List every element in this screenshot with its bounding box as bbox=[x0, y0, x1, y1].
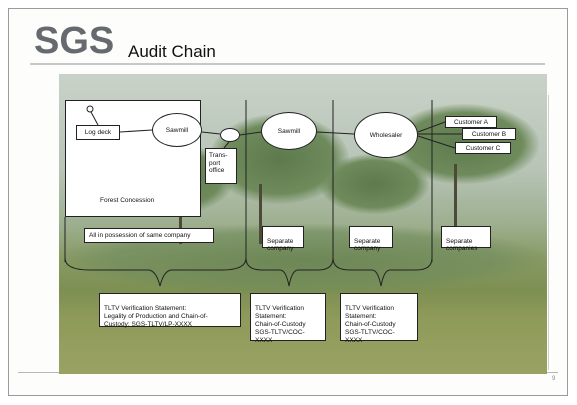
arrow-transfer-sawmill2 bbox=[239, 131, 262, 136]
log-deck-box: Log deck bbox=[76, 125, 120, 140]
brace-wholesaler bbox=[332, 257, 433, 287]
ownership-box-sawmill: Separate company bbox=[262, 226, 304, 252]
right-divider bbox=[548, 95, 549, 370]
statement-box-coc-sawmill: TLTV Verification Statement: Chain-of-Cu… bbox=[250, 293, 326, 344]
transport-office-box: Trans- port office bbox=[205, 148, 237, 184]
sawmill-1-label: Sawmill bbox=[165, 126, 189, 134]
customer-b-box: Customer B bbox=[462, 128, 516, 140]
ownership-box-customers: Separate companies bbox=[441, 226, 491, 252]
transfer-node bbox=[220, 128, 240, 142]
wholesaler-label: Wholesaler bbox=[369, 131, 403, 139]
sgs-logo: SGS bbox=[34, 20, 115, 62]
customer-b-label: Customer B bbox=[471, 131, 507, 138]
slide-title: Audit Chain bbox=[128, 42, 216, 61]
title-divider bbox=[30, 63, 545, 65]
arrow-logdeck-sawmill1 bbox=[119, 129, 153, 133]
ownership-sawmill-label: Separate company bbox=[267, 237, 294, 253]
ownership-box-wholesaler: Separate company bbox=[349, 226, 393, 252]
statement-coc-sawmill-label: TLTV Verification Statement: Chain-of-Cu… bbox=[255, 305, 306, 344]
customer-c-box: Customer C bbox=[455, 142, 511, 154]
arrow-transfer-office bbox=[223, 141, 230, 149]
log-deck-label: Log deck bbox=[84, 129, 112, 136]
transport-office-label: Trans- port office bbox=[209, 152, 228, 174]
sawmill-2-node: Sawmill bbox=[261, 112, 317, 150]
statement-box-coc-wholesaler: TLTV Verification Statement: Chain-of-Cu… bbox=[340, 293, 418, 344]
arrow-sawmill1-transfer bbox=[201, 131, 221, 135]
wholesaler-node: Wholesaler bbox=[354, 112, 418, 158]
ownership-customers-label: Separate companies bbox=[446, 237, 478, 253]
forest-concession-label: Forest Concession bbox=[100, 197, 155, 204]
customer-a-box: Customer A bbox=[445, 116, 497, 128]
customer-c-label: Customer C bbox=[465, 145, 501, 152]
ownership-wholesaler-label: Separate company bbox=[354, 237, 381, 253]
brace-forest-to-sawmill bbox=[64, 257, 247, 287]
ownership-box-same-company: All in possession of same company bbox=[84, 228, 214, 243]
arrow-sawmill2-wholesaler bbox=[316, 131, 355, 135]
log-deck-pointer-head bbox=[86, 105, 94, 113]
statement-legality-label: TLTV Verification Statement: Legality of… bbox=[104, 305, 208, 328]
statement-coc-wholesaler-label: TLTV Verification Statement: Chain-of-Cu… bbox=[345, 305, 396, 344]
sawmill-2-label: Sawmill bbox=[277, 127, 301, 135]
log-deck-pointer bbox=[90, 111, 99, 126]
statement-box-legality: TLTV Verification Statement: Legality of… bbox=[99, 293, 241, 328]
customer-a-label: Customer A bbox=[454, 119, 488, 126]
arrow-wholesaler-customer-c bbox=[417, 135, 456, 149]
brace-sawmill-2 bbox=[245, 257, 334, 287]
sawmill-1-node: Sawmill bbox=[152, 113, 202, 147]
ownership-same-company-label: All in possession of same company bbox=[89, 232, 191, 239]
page-number: 9 bbox=[552, 376, 556, 382]
